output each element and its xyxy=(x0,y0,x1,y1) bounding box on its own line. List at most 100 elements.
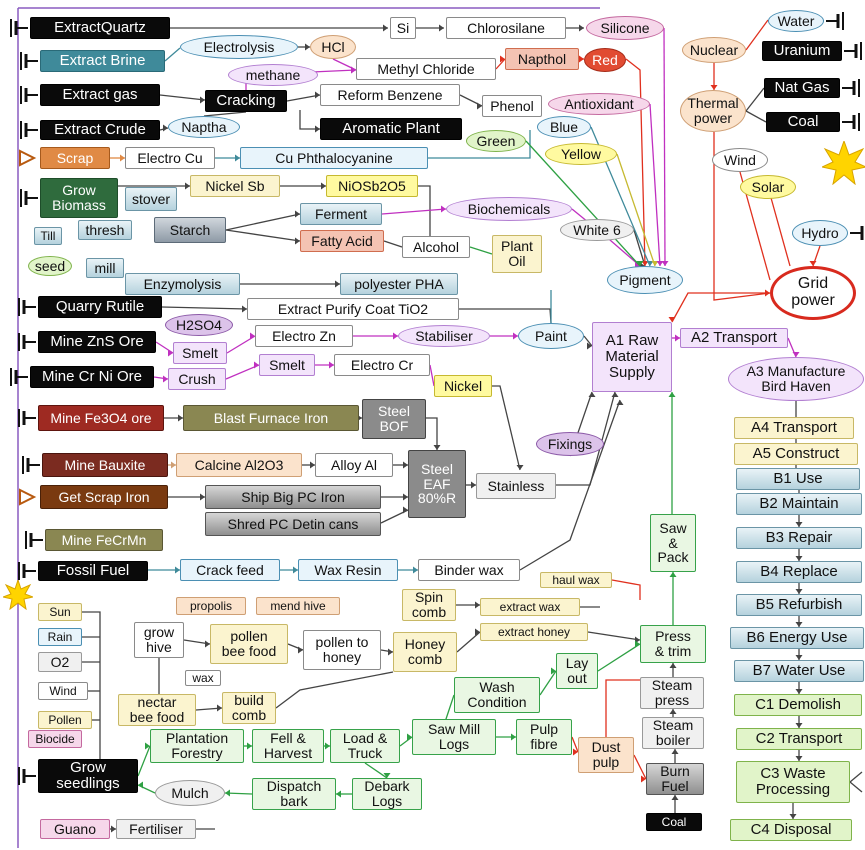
white-6-node: White 6 xyxy=(560,219,634,241)
input-plug-icon xyxy=(18,121,38,139)
sun-icon xyxy=(820,139,865,186)
extract-crude-node: Extract Crude xyxy=(40,120,160,140)
nectar-bee-food-node: nectar bee food xyxy=(118,694,196,726)
b4-node: B4 Replace xyxy=(736,561,862,583)
grow-hive-node: grow hive xyxy=(134,622,184,658)
o2-node: O2 xyxy=(38,652,82,672)
spin-comb-node: Spin comb xyxy=(402,589,456,621)
plantation-forestry-node: Plantation Forestry xyxy=(150,729,244,763)
guano-node: Guano xyxy=(40,819,110,839)
paint-node: Paint xyxy=(518,323,584,349)
input-plug-icon xyxy=(18,86,38,104)
shred-pc-node: Shred PC Detin cans xyxy=(205,512,381,536)
napthol-node: Napthol xyxy=(505,48,579,70)
extract-tio2-node: Extract Purify Coat TiO2 xyxy=(247,298,459,320)
till-node: Till xyxy=(34,227,62,245)
input-plug-icon xyxy=(842,79,862,97)
yellow-node: Yellow xyxy=(545,143,617,165)
mine-fecrmn-node: Mine FeCrMn xyxy=(45,529,163,551)
steel-eaf-node: Steel EAF 80%R xyxy=(408,450,466,518)
mine-bauxite-node: Mine Bauxite xyxy=(42,453,168,477)
build-comb-node: build comb xyxy=(222,692,276,724)
c1-node: C1 Demolish xyxy=(734,694,862,716)
pulp-fibre-node: Pulp fibre xyxy=(516,719,572,755)
polyester-pha-node: polyester PHA xyxy=(340,273,458,295)
calcine-node: Calcine Al2O3 xyxy=(176,453,302,477)
hcl-node: HCl xyxy=(310,35,356,59)
fossil-fuel-node: Fossil Fuel xyxy=(38,561,148,581)
binder-wax-node: Binder wax xyxy=(418,559,520,581)
steam-press-node: Steam press xyxy=(640,677,704,709)
pollen-bee-food-node: pollen bee food xyxy=(210,624,288,664)
electro-zn-node: Electro Zn xyxy=(255,325,353,347)
cu-phthalocyanine-node: Cu Phthalocyanine xyxy=(240,147,428,169)
nickel-sb-node: Nickel Sb xyxy=(190,175,280,197)
press-trim-node: Press & trim xyxy=(640,625,706,663)
propolis-node: propolis xyxy=(176,597,246,615)
antioxidant-node: Antioxidant xyxy=(548,93,650,115)
input-plug-icon xyxy=(23,531,43,549)
alloy-al-node: Alloy Al xyxy=(315,453,393,477)
a3-node: A3 Manufacture Bird Haven xyxy=(728,357,864,401)
stabiliser-node: Stabiliser xyxy=(398,325,490,347)
b7-node: B7 Water Use xyxy=(734,660,864,682)
pigment-node: Pigment xyxy=(607,266,683,294)
debark-logs-node: Debark Logs xyxy=(352,778,422,810)
input-plug-icon xyxy=(16,298,36,316)
mine-fe3o4-node: Mine Fe3O4 ore xyxy=(38,405,164,431)
sun-node: Sun xyxy=(38,603,82,621)
pollen-to-honey-node: pollen to honey xyxy=(303,630,381,670)
steam-boiler-node: Steam boiler xyxy=(642,717,704,749)
alcohol-node: Alcohol xyxy=(402,236,470,258)
mulch-node: Mulch xyxy=(155,780,225,806)
a1-node: A1 Raw Material Supply xyxy=(592,322,672,392)
wind-in-node: Wind xyxy=(38,682,88,700)
saw-mill-logs-node: Saw Mill Logs xyxy=(412,719,496,755)
electro-cu-node: Electro Cu xyxy=(125,147,215,169)
coal-top-node: Coal xyxy=(766,112,840,132)
lay-out-node: Lay out xyxy=(556,653,598,689)
input-triangle-icon xyxy=(18,488,38,506)
aromatic-plant-node: Aromatic Plant xyxy=(320,118,462,140)
wax-node: wax xyxy=(185,670,221,686)
h2so4-node: H2SO4 xyxy=(165,314,233,336)
ship-big-pc-node: Ship Big PC Iron xyxy=(205,485,381,509)
input-plug-icon xyxy=(850,224,865,242)
burn-fuel-node: Burn Fuel xyxy=(646,763,704,795)
electrolysis-node: Electrolysis xyxy=(180,35,298,59)
nickel-node: Nickel xyxy=(434,375,492,397)
methyl-chloride-node: Methyl Chloride xyxy=(356,58,496,80)
cracking-node: Cracking xyxy=(205,90,287,112)
water-node: Water xyxy=(768,10,824,32)
reform-benzene-node: Reform Benzene xyxy=(320,84,460,106)
saw-pack-node: Saw & Pack xyxy=(650,514,696,572)
extract-quartz-node: ExtractQuartz xyxy=(30,17,170,39)
sun-icon xyxy=(1,578,35,611)
get-scrap-iron-node: Get Scrap Iron xyxy=(40,485,168,509)
pollen-node: Pollen xyxy=(38,711,92,729)
seed-node: seed xyxy=(28,256,72,276)
green-node: Green xyxy=(466,130,526,152)
b5-node: B5 Refurbish xyxy=(736,594,862,616)
honey-comb-node: Honey comb xyxy=(393,632,457,672)
plant-oil-node: Plant Oil xyxy=(492,235,542,273)
ferment-node: Ferment xyxy=(300,203,382,225)
uranium-node: Uranium xyxy=(762,41,842,61)
thresh-node: thresh xyxy=(78,220,132,240)
smelt-cr-node: Smelt xyxy=(259,354,315,376)
extract-wax-node: extract wax xyxy=(480,598,580,616)
electro-cr-node: Electro Cr xyxy=(334,354,430,376)
b2-node: B2 Maintain xyxy=(736,493,862,515)
biocide-node: Biocide xyxy=(28,730,82,748)
mend-hive-node: mend hive xyxy=(256,597,340,615)
haul-wax-node: haul wax xyxy=(540,572,612,588)
biochemicals-node: Biochemicals xyxy=(446,197,572,221)
quarry-rutile-node: Quarry Rutile xyxy=(38,296,162,318)
wind-power-node: Wind xyxy=(712,148,768,172)
blue-node: Blue xyxy=(537,116,591,138)
dispatch-bark-node: Dispatch bark xyxy=(252,778,336,810)
c4-node: C4 Disposal xyxy=(730,819,852,841)
b3-node: B3 Repair xyxy=(736,527,862,549)
load-truck-node: Load & Truck xyxy=(330,729,400,763)
